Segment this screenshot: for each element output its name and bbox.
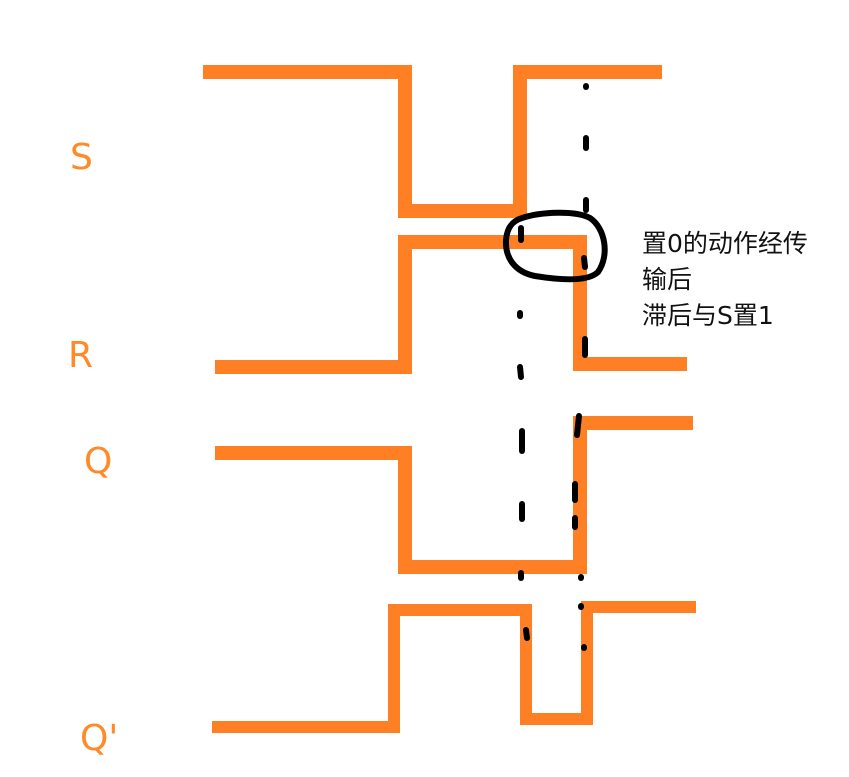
waveform-q-prime: [212, 601, 696, 733]
signal-label-q: Q: [84, 441, 113, 482]
waveform-q: [215, 416, 693, 574]
signal-label-r: R: [68, 335, 94, 376]
annotation-line-1: 置0的动作经传: [642, 229, 808, 258]
dashed-line-2: [572, 83, 589, 651]
waveform-r: [215, 235, 687, 374]
signal-label-q-prime: Q': [80, 718, 119, 759]
annotation-text: 置0的动作经传输后滞后与S置1: [642, 226, 808, 334]
annotation-line-2: 输后: [642, 265, 693, 294]
signal-label-s: S: [70, 137, 93, 178]
dashed-line-1: [517, 225, 530, 641]
circle-highlight: [502, 209, 608, 283]
waveform-s: [203, 65, 662, 218]
annotation-line-3: 滞后与S置1: [642, 301, 774, 330]
